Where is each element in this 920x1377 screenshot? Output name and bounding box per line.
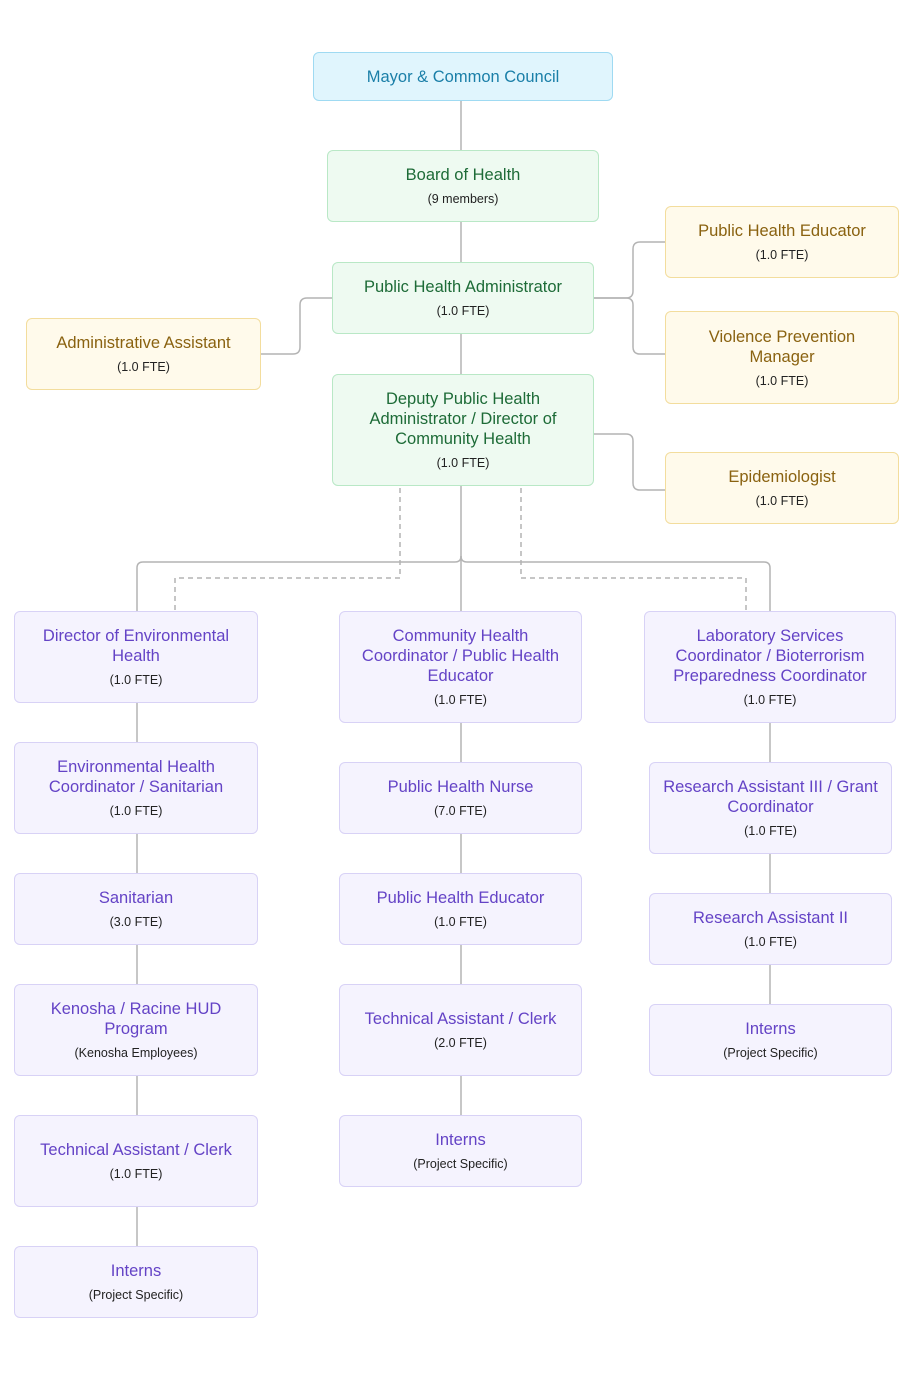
node-title: Public Health Administrator <box>363 278 563 296</box>
node-title: Interns <box>110 1262 162 1280</box>
node-subtitle: (1.0 FTE) <box>109 673 163 687</box>
node-subtitle: (1.0 FTE) <box>744 824 797 838</box>
node-sanitarian: Sanitarian (3.0 FTE) <box>14 873 258 945</box>
node-public-health-administrator: Public Health Administrator (1.0 FTE) <box>332 262 594 334</box>
node-violence-prevention-manager: Violence Prevention Manager (1.0 FTE) <box>665 311 899 404</box>
node-administrative-assistant: Administrative Assistant (1.0 FTE) <box>26 318 261 390</box>
node-title: Public Health Nurse <box>387 778 534 796</box>
node-title: Environmental Health Coordinator / Sanit… <box>48 758 224 796</box>
node-subtitle: (Project Specific) <box>88 1288 184 1302</box>
node-subtitle: (3.0 FTE) <box>109 915 163 929</box>
node-subtitle: (1.0 FTE) <box>755 494 809 508</box>
node-subtitle: (1.0 FTE) <box>755 248 809 262</box>
node-public-health-educator-staff: Public Health Educator (1.0 FTE) <box>665 206 899 278</box>
node-title: Violence Prevention Manager <box>708 327 856 366</box>
node-subtitle: (1.0 FTE) <box>109 1167 163 1181</box>
node-laboratory-services-coordinator: Laboratory Services Coordinator / Bioter… <box>644 611 896 723</box>
node-title: Research Assistant II <box>693 909 848 927</box>
node-mayor-common-council: Mayor & Common Council <box>313 52 613 101</box>
node-title: Technical Assistant / Clerk <box>40 1141 232 1159</box>
node-subtitle: (1.0 FTE) <box>755 373 809 388</box>
node-subtitle: (9 members) <box>427 192 499 206</box>
node-title: Interns <box>745 1020 796 1038</box>
node-title: Laboratory Services Coordinator / Bioter… <box>673 627 867 685</box>
node-hud-program: Kenosha / Racine HUD Program (Kenosha Em… <box>14 984 258 1076</box>
node-public-health-educator-mid: Public Health Educator (1.0 FTE) <box>339 873 582 945</box>
node-subtitle: (2.0 FTE) <box>434 1036 487 1050</box>
node-title: Director of Environmental Health <box>42 627 230 665</box>
node-subtitle: (1.0 FTE) <box>109 804 163 818</box>
node-title: Public Health Educator <box>698 222 866 240</box>
node-subtitle: (Project Specific) <box>723 1046 818 1060</box>
node-subtitle: (Project Specific) <box>413 1157 508 1171</box>
node-board-of-health: Board of Health (9 members) <box>327 150 599 222</box>
node-subtitle: (1.0 FTE) <box>117 360 170 374</box>
node-subtitle: (1.0 FTE) <box>434 915 487 929</box>
node-title: Public Health Educator <box>376 889 545 907</box>
node-interns-right: Interns (Project Specific) <box>649 1004 892 1076</box>
node-research-assistant-iii: Research Assistant III / Grant Coordinat… <box>649 762 892 854</box>
node-title: Epidemiologist <box>728 468 836 486</box>
node-epidemiologist: Epidemiologist (1.0 FTE) <box>665 452 899 524</box>
node-technical-assistant-mid: Technical Assistant / Clerk (2.0 FTE) <box>339 984 582 1076</box>
node-interns-left: Interns (Project Specific) <box>14 1246 258 1318</box>
node-director-environmental-health: Director of Environmental Health (1.0 FT… <box>14 611 258 703</box>
node-deputy-administrator: Deputy Public Health Administrator / Dir… <box>332 374 594 486</box>
node-environmental-health-coordinator: Environmental Health Coordinator / Sanit… <box>14 742 258 834</box>
node-subtitle: (1.0 FTE) <box>744 935 797 949</box>
node-title: Kenosha / Racine HUD Program <box>50 1000 222 1038</box>
node-title: Deputy Public Health Administrator / Dir… <box>369 390 557 448</box>
node-title: Technical Assistant / Clerk <box>364 1010 557 1028</box>
node-title: Board of Health <box>405 166 521 184</box>
node-title: Interns <box>435 1131 486 1149</box>
node-title: Administrative Assistant <box>56 334 231 352</box>
node-subtitle: (Kenosha Employees) <box>74 1046 198 1060</box>
node-title: Mayor & Common Council <box>366 67 560 86</box>
node-subtitle: (1.0 FTE) <box>436 304 490 318</box>
node-subtitle: (1.0 FTE) <box>743 693 797 707</box>
node-title: Community Health Coordinator / Public He… <box>361 627 560 685</box>
node-technical-assistant-left: Technical Assistant / Clerk (1.0 FTE) <box>14 1115 258 1207</box>
node-title: Sanitarian <box>98 889 174 907</box>
node-public-health-nurse: Public Health Nurse (7.0 FTE) <box>339 762 582 834</box>
node-interns-mid: Interns (Project Specific) <box>339 1115 582 1187</box>
node-subtitle: (1.0 FTE) <box>436 456 490 470</box>
node-community-health-coordinator: Community Health Coordinator / Public He… <box>339 611 582 723</box>
node-subtitle: (7.0 FTE) <box>434 804 487 818</box>
node-title: Research Assistant III / Grant Coordinat… <box>663 778 878 816</box>
node-subtitle: (1.0 FTE) <box>434 693 487 707</box>
node-research-assistant-ii: Research Assistant II (1.0 FTE) <box>649 893 892 965</box>
